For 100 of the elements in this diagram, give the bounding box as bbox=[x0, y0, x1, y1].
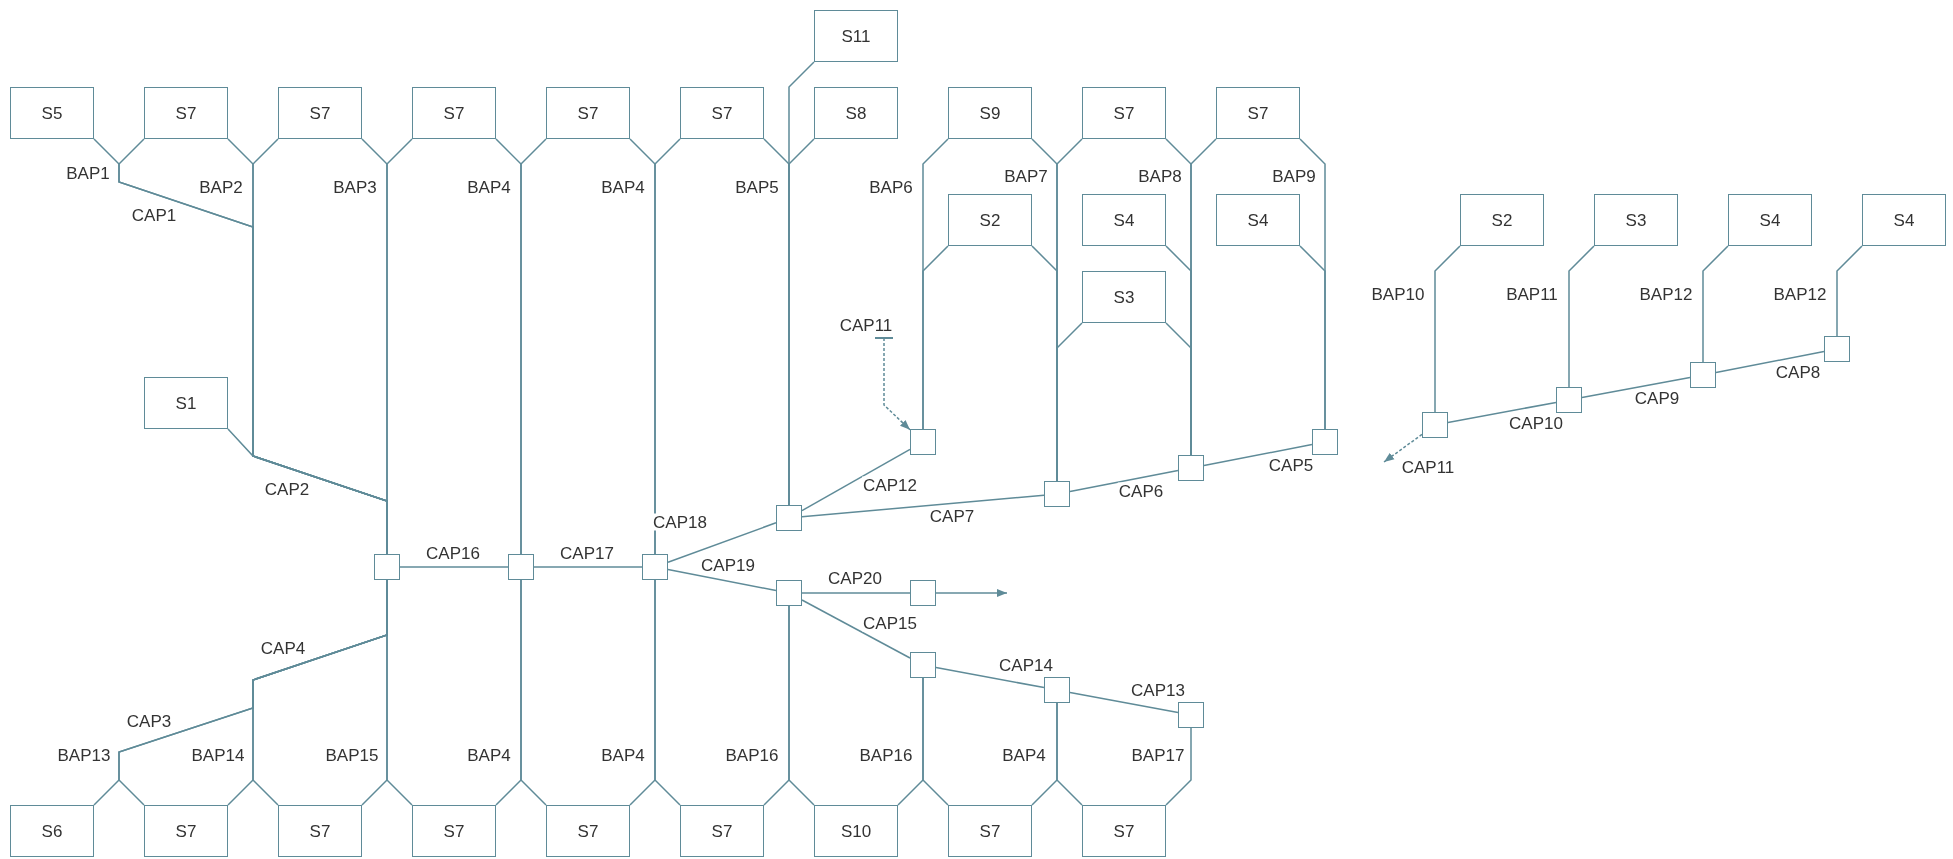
line-label: BAP3 bbox=[332, 178, 378, 196]
process-box bbox=[144, 377, 228, 429]
dashed-arrow bbox=[874, 337, 911, 431]
node-label: S7 bbox=[175, 822, 197, 840]
line-label: BAP1 bbox=[65, 164, 111, 182]
edge-label: CAP11 bbox=[838, 316, 894, 334]
junction-square bbox=[1178, 702, 1204, 728]
pipe-line bbox=[227, 428, 388, 555]
pipe-line bbox=[1447, 401, 1557, 424]
process-box bbox=[814, 87, 898, 139]
node-label: S7 bbox=[443, 822, 465, 840]
process-box bbox=[546, 805, 630, 857]
junction-square bbox=[1690, 362, 1716, 388]
process-box bbox=[10, 87, 94, 139]
edge-label: CAP5 bbox=[1267, 456, 1315, 474]
pipe-line bbox=[922, 245, 949, 430]
process-box bbox=[144, 805, 228, 857]
edge-label: BAP17 bbox=[1130, 746, 1186, 764]
node-label: S4 bbox=[1113, 211, 1135, 229]
edge-label: CAP13 bbox=[1130, 681, 1186, 699]
node-label: S9 bbox=[979, 104, 1001, 122]
line-label: BAP4 bbox=[600, 178, 646, 196]
pipe-line bbox=[1568, 245, 1595, 388]
process-box bbox=[412, 805, 496, 857]
pipe-line bbox=[1702, 245, 1729, 363]
node-label: S8 bbox=[845, 104, 867, 122]
edge-label: CAP19 bbox=[700, 556, 756, 574]
line-label: BAP16 bbox=[858, 746, 914, 764]
pipe-line bbox=[533, 566, 643, 568]
process-box bbox=[278, 805, 362, 857]
line-label: CAP3 bbox=[125, 712, 173, 730]
process-box bbox=[680, 87, 764, 139]
edge-label: BAP10 bbox=[1370, 285, 1426, 303]
pipe-line bbox=[801, 592, 911, 594]
pipe-line bbox=[520, 579, 547, 806]
edge-label: CAP15 bbox=[862, 614, 918, 632]
junction-square bbox=[1824, 336, 1850, 362]
node-label: S7 bbox=[1113, 822, 1135, 840]
edge-label: BAP12 bbox=[1772, 285, 1828, 303]
process-box bbox=[1594, 194, 1678, 246]
process-box bbox=[1728, 194, 1812, 246]
pipe-line bbox=[801, 494, 1045, 518]
process-box bbox=[948, 805, 1032, 857]
edge-label: CAP14 bbox=[998, 656, 1054, 674]
process-box bbox=[814, 10, 898, 62]
node-label: S7 bbox=[577, 104, 599, 122]
edge-label: CAP6 bbox=[1117, 482, 1165, 500]
edge-label: CAP20 bbox=[827, 569, 883, 587]
arrow bbox=[935, 589, 1008, 597]
node-label: S7 bbox=[979, 822, 1001, 840]
line-label: BAP15 bbox=[324, 746, 380, 764]
edge-label: BAP12 bbox=[1638, 285, 1694, 303]
node-label: S1 bbox=[175, 394, 197, 412]
process-box bbox=[278, 87, 362, 139]
edge-label: CAP10 bbox=[1508, 414, 1564, 432]
process-box bbox=[1082, 271, 1166, 323]
pipe-line bbox=[667, 568, 777, 592]
pipe-line bbox=[1165, 322, 1192, 456]
process-box bbox=[948, 87, 1032, 139]
junction-square bbox=[642, 554, 668, 580]
pipe-line bbox=[801, 599, 911, 659]
pipe-line bbox=[1056, 702, 1083, 806]
pipe-line bbox=[520, 138, 547, 555]
process-box bbox=[1082, 805, 1166, 857]
node-label: S6 bbox=[41, 822, 63, 840]
edge-label: CAP17 bbox=[559, 544, 615, 562]
line-label: CAP4 bbox=[259, 639, 307, 657]
junction-square bbox=[374, 554, 400, 580]
pipe-line bbox=[1165, 727, 1192, 806]
line-label: BAP5 bbox=[734, 178, 780, 196]
pipe-line bbox=[1836, 245, 1863, 337]
pipe-line bbox=[399, 566, 509, 568]
process-box bbox=[1862, 194, 1946, 246]
pipe-line bbox=[788, 605, 815, 806]
node-label: S7 bbox=[711, 104, 733, 122]
edge-label: CAP9 bbox=[1633, 389, 1681, 407]
node-label: S7 bbox=[309, 104, 331, 122]
process-box bbox=[814, 805, 898, 857]
node-label: S5 bbox=[41, 104, 63, 122]
node-label: S4 bbox=[1759, 211, 1781, 229]
edge-label: CAP8 bbox=[1774, 363, 1822, 381]
process-box bbox=[412, 87, 496, 139]
process-box bbox=[546, 87, 630, 139]
node-label: S4 bbox=[1247, 211, 1269, 229]
junction-square bbox=[910, 652, 936, 678]
process-box bbox=[680, 805, 764, 857]
line-label: BAP4 bbox=[466, 746, 512, 764]
process-box bbox=[144, 87, 228, 139]
junction-square bbox=[1312, 429, 1338, 455]
line-label: BAP9 bbox=[1271, 167, 1317, 185]
pipe-line bbox=[667, 522, 777, 563]
edge-label: CAP11 bbox=[1400, 458, 1456, 476]
edge-label: CAP18 bbox=[652, 513, 708, 531]
edge-label: CAP7 bbox=[928, 507, 976, 525]
node-label: S3 bbox=[1113, 288, 1135, 306]
pipe-line bbox=[1434, 245, 1461, 413]
pipe-line bbox=[1056, 322, 1083, 482]
line-label: BAP8 bbox=[1137, 167, 1183, 185]
process-box bbox=[948, 194, 1032, 246]
pipe-line bbox=[654, 138, 681, 555]
